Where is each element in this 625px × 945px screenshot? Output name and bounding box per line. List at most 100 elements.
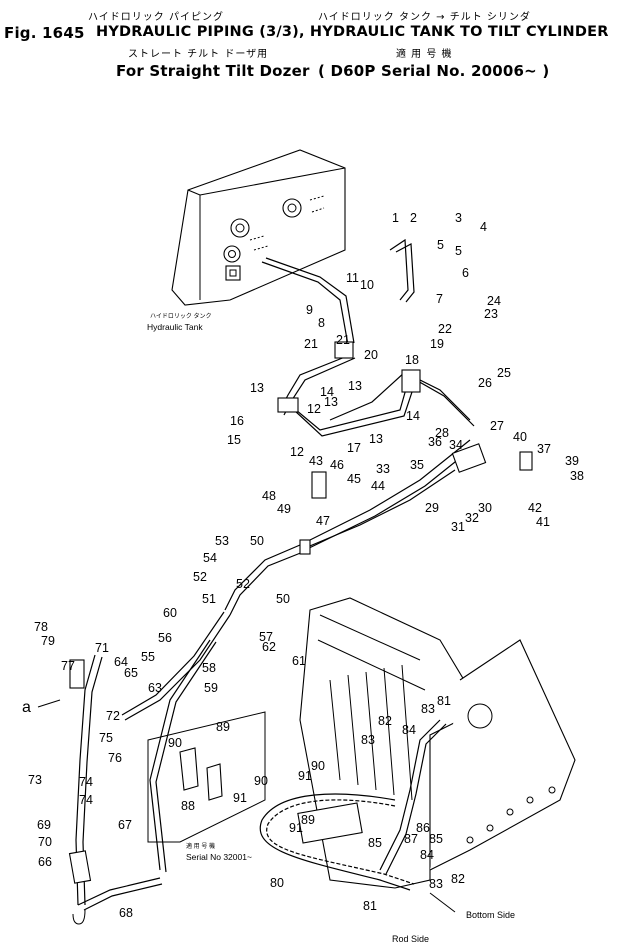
- callout-70: 70: [38, 835, 52, 849]
- callout-30: 30: [478, 501, 492, 515]
- callout-54: 54: [203, 551, 217, 565]
- valve-block-right: [277, 341, 533, 555]
- callout-62: 62: [262, 640, 276, 654]
- callout-14: 14: [320, 385, 334, 399]
- callout-49: 49: [277, 502, 291, 516]
- callout-26: 26: [478, 376, 492, 390]
- callout-69: 69: [37, 818, 51, 832]
- rod-side-label: Rod Side: [392, 934, 429, 944]
- callout-77: 77: [61, 659, 75, 673]
- callout-12: 12: [290, 445, 304, 459]
- callout-15: 15: [227, 433, 241, 447]
- callout-53: 53: [215, 534, 229, 548]
- callout-50: 50: [276, 592, 290, 606]
- hydraulic-tank-caption-jp: ハイドロリック タンク: [150, 312, 212, 320]
- title-jp-right: ハイドロリック タンク → チルト シリンダ: [318, 12, 531, 23]
- callout-1: 1: [392, 211, 399, 225]
- tilt-cylinder-hoses: [259, 719, 456, 913]
- callout-84: 84: [420, 848, 434, 862]
- callout-7: 7: [436, 292, 443, 306]
- callout-90: 90: [254, 774, 268, 788]
- callout-79: 79: [41, 634, 55, 648]
- callout-89: 89: [301, 813, 315, 827]
- callout-68: 68: [119, 906, 133, 920]
- title-jp-left: ハイドロリック パイピング: [88, 12, 224, 23]
- callout-86: 86: [416, 821, 430, 835]
- callout-51: 51: [202, 592, 216, 606]
- callout-48: 48: [262, 489, 276, 503]
- callout-16: 16: [230, 414, 244, 428]
- callout-13: 13: [348, 379, 362, 393]
- callout-81: 81: [363, 899, 377, 913]
- callout-91: 91: [233, 791, 247, 805]
- callout-13: 13: [369, 432, 383, 446]
- callout-11: 11: [346, 271, 359, 285]
- callout-88: 88: [181, 799, 195, 813]
- callout-83: 83: [361, 733, 375, 747]
- callout-52: 52: [236, 577, 250, 591]
- callout-3: 3: [455, 211, 462, 225]
- serial-inset: [147, 711, 266, 843]
- callout-75: 75: [99, 731, 113, 745]
- callout-76: 76: [108, 751, 122, 765]
- callout-71: 71: [95, 641, 109, 655]
- callout-28: 28: [435, 426, 449, 440]
- callout-21: 21: [336, 333, 350, 347]
- callout-18: 18: [405, 353, 419, 367]
- callout-42: 42: [528, 501, 542, 515]
- callout-57: 57: [259, 630, 273, 644]
- callout-90: 90: [168, 736, 182, 750]
- callout-45: 45: [347, 472, 361, 486]
- callout-43: 43: [309, 454, 323, 468]
- hydraulic-tank: [171, 149, 346, 306]
- callout-80: 80: [270, 876, 284, 890]
- callout-39: 39: [565, 454, 579, 468]
- callout-83: 83: [421, 702, 435, 716]
- callout-37: 37: [537, 442, 551, 456]
- callout-23: 23: [484, 307, 498, 321]
- callout-40: 40: [513, 430, 527, 444]
- callout-44: 44: [371, 479, 385, 493]
- subtitle-jp-left: ストレート チルト ドーザ用: [128, 49, 269, 60]
- callout-5: 5: [437, 238, 444, 252]
- callout-10: 10: [360, 278, 374, 292]
- serial-inset-jp: 適 用 号 機: [186, 842, 215, 850]
- callout-74: 74: [79, 793, 93, 807]
- callout-41: 41: [536, 515, 550, 529]
- callout-24: 24: [487, 294, 501, 308]
- callout-14: 14: [406, 409, 420, 423]
- callout-34: 34: [449, 438, 463, 452]
- callout-65: 65: [124, 666, 138, 680]
- pipe-assembly-left: [68, 654, 163, 925]
- callout-85: 85: [368, 836, 382, 850]
- callout-60: 60: [163, 606, 177, 620]
- callout-38: 38: [570, 469, 584, 483]
- callout-56: 56: [158, 631, 172, 645]
- callout-74: 74: [79, 775, 93, 789]
- callout-89: 89: [216, 720, 230, 734]
- callout-52: 52: [193, 570, 207, 584]
- callout-81: 81: [437, 694, 451, 708]
- callout-5: 5: [455, 244, 462, 258]
- callout-46: 46: [330, 458, 344, 472]
- callout-8: 8: [318, 316, 325, 330]
- callout-87: 87: [404, 832, 418, 846]
- callout-72: 72: [106, 709, 120, 723]
- title-en: HYDRAULIC PIPING (3/3), HYDRAULIC TANK T…: [96, 24, 609, 40]
- callout-17: 17: [347, 441, 361, 455]
- callout-82: 82: [451, 872, 465, 886]
- pipe-assembly-upper: [121, 238, 476, 873]
- callout-83: 83: [429, 877, 443, 891]
- callout-33: 33: [376, 462, 390, 476]
- callout-78: 78: [34, 620, 48, 634]
- callout-64: 64: [114, 655, 128, 669]
- callout-63: 63: [148, 681, 162, 695]
- callout-19: 19: [430, 337, 444, 351]
- callout-59: 59: [204, 681, 218, 695]
- view-a-arrow: [37, 699, 61, 708]
- callout-35: 35: [410, 458, 424, 472]
- callout-36: 36: [428, 435, 442, 449]
- callout-29: 29: [425, 501, 439, 515]
- callout-91: 91: [289, 821, 303, 835]
